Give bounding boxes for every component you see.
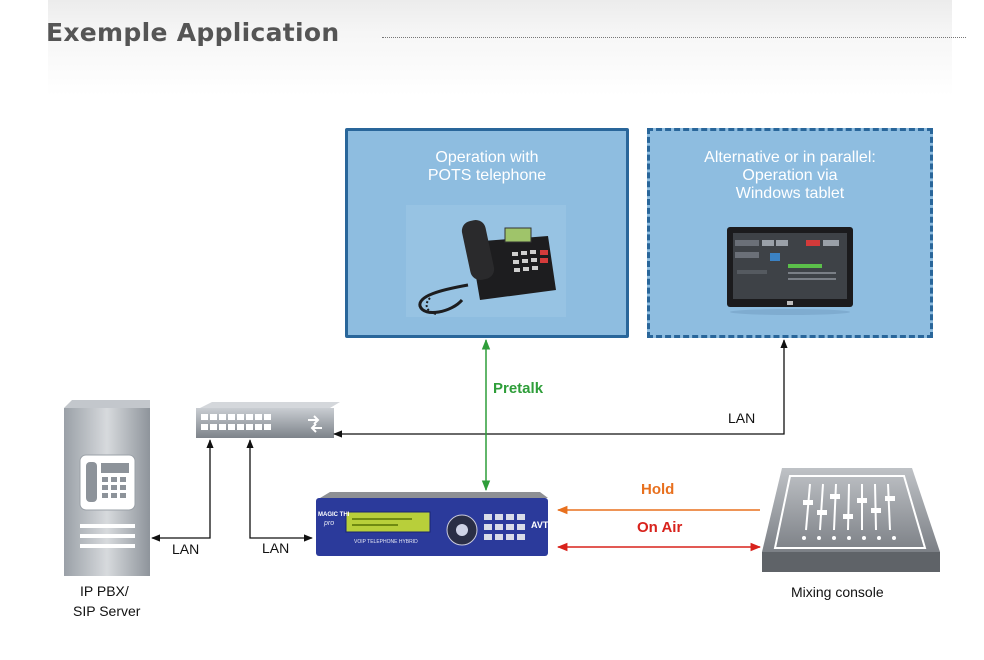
tablet-panel-title-line1: Alternative or in parallel:: [704, 149, 876, 166]
header-band: [48, 0, 952, 96]
tablet-icon: [727, 227, 853, 315]
network-switch-icon: [196, 402, 340, 438]
server-icon: [64, 400, 150, 576]
title-divider: [382, 37, 966, 38]
pretalk-label: Pretalk: [493, 380, 544, 397]
lan-codec-label: LAN: [262, 540, 290, 556]
pots-panel: Operation with POTS telephone: [345, 128, 629, 338]
pots-panel-title-line1: Operation with: [435, 149, 539, 166]
mixing-console-icon: [762, 468, 940, 572]
lan-codec-connector: [246, 439, 313, 542]
page-title: Exemple Application: [46, 18, 340, 47]
hold-label: Hold: [641, 481, 675, 498]
codec-logo: AVT: [531, 520, 549, 530]
tablet-panel-title-line3: Windows tablet: [735, 185, 845, 202]
pbx-label-line1: IP PBX/: [80, 583, 129, 599]
lan-tablet-label: LAN: [728, 410, 756, 426]
pbx-label-line2: SIP Server: [73, 603, 141, 619]
mixing-console-label: Mixing console: [791, 584, 884, 600]
lan-pbx-connector: [151, 439, 214, 542]
codec-brand: MAGIC THI: [318, 512, 350, 518]
lan-tablet-connector: [333, 339, 788, 438]
desk-phone-icon: [406, 205, 566, 317]
audio-codec-icon: [316, 492, 548, 556]
lan-pbx-label: LAN: [172, 541, 200, 557]
codec-caption: VOIP TELEPHONE HYBRID: [354, 539, 418, 545]
codec-sub-brand: pro: [324, 520, 335, 527]
tablet-panel-title-line2: Operation via: [742, 167, 838, 184]
on-air-label: On Air: [637, 519, 683, 536]
pots-panel-title-line2: POTS telephone: [427, 167, 547, 184]
